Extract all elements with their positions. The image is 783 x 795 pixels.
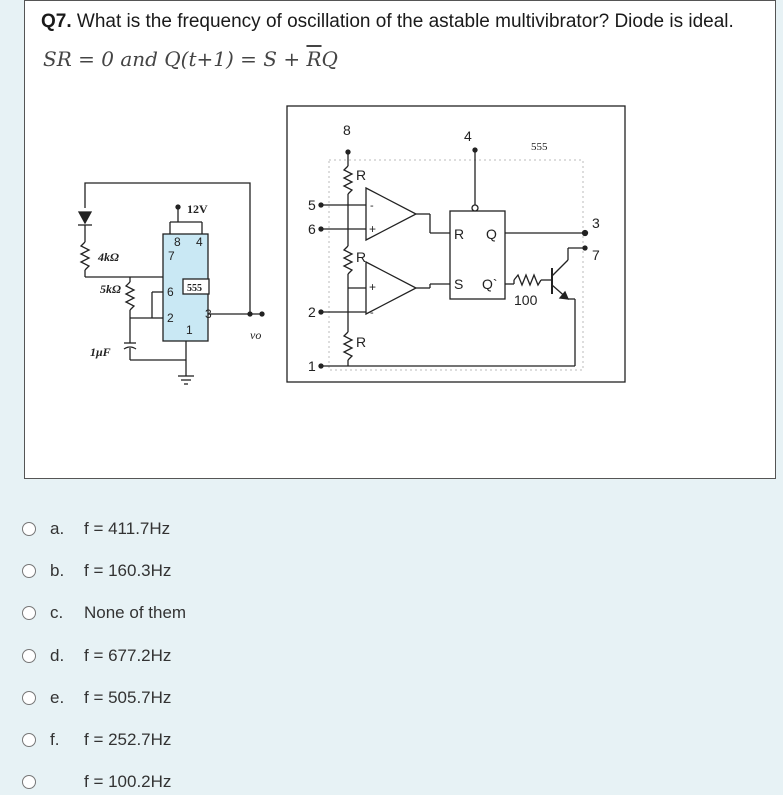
circuit-diagram: 12V 8 4 7 6 555 2 1 3 4kΩ 5kΩ 1μF vo <box>77 105 626 385</box>
comp1-minus: - <box>370 200 374 212</box>
resistor-mid-label: R <box>356 249 366 265</box>
right-labels: 8 4 555 5 6 2 1 3 7 R R R - + + - R Q S … <box>308 122 600 374</box>
right-pin7: 7 <box>592 247 600 263</box>
right-chip-label: 555 <box>531 141 548 153</box>
option-text: f = 252.7Hz <box>84 730 172 749</box>
comp1-plus: + <box>369 222 376 236</box>
option-letter: d. <box>50 646 65 665</box>
resistor-top-label: R <box>356 167 366 183</box>
option-b[interactable]: b. f = 160.3Hz <box>22 558 171 584</box>
diode-icon <box>77 211 93 225</box>
left-circuit <box>77 182 265 385</box>
right-pin1: 1 <box>308 358 316 374</box>
ff-r-label: R <box>454 226 464 242</box>
option-letter: f. <box>50 730 60 749</box>
left-pin1: 1 <box>186 323 193 337</box>
left-chip-label: 555 <box>187 283 202 294</box>
question-box: Q7. What is the frequency of oscillation… <box>24 0 776 479</box>
left-pin3: 3 <box>205 307 212 321</box>
comp2-plus: + <box>369 280 376 294</box>
option-d[interactable]: d. f = 677.2Hz <box>22 643 171 669</box>
radio-icon[interactable] <box>22 733 36 747</box>
resistor-100-label: 100 <box>514 292 538 308</box>
option-letter: c. <box>50 603 64 622</box>
left-pin7: 7 <box>168 249 175 263</box>
left-pin6: 6 <box>167 285 174 299</box>
option-letter: b. <box>50 561 65 580</box>
ff-qbar-label: Q` <box>482 276 498 292</box>
left-pin2: 2 <box>167 311 174 325</box>
radio-icon[interactable] <box>22 775 36 789</box>
option-text: f = 411.7Hz <box>84 519 171 538</box>
comp2-minus: - <box>370 307 374 319</box>
question-number: Q7. <box>41 11 72 32</box>
left-out-label: vo <box>250 328 261 342</box>
right-pin6: 6 <box>308 221 316 237</box>
left-pin8: 8 <box>174 235 181 249</box>
radio-icon[interactable] <box>22 649 36 663</box>
option-e[interactable]: e. f = 505.7Hz <box>22 685 171 711</box>
right-pin2: 2 <box>308 304 316 320</box>
option-letter: e. <box>50 688 65 707</box>
formula-post: Q <box>321 47 338 71</box>
left-pin4: 4 <box>196 235 203 249</box>
option-text: None of them <box>84 603 187 622</box>
resistor-4k-label: 4kΩ <box>97 250 119 264</box>
radio-icon[interactable] <box>22 522 36 536</box>
right-pin8: 8 <box>343 122 351 138</box>
question-formula: SR = 0 and Q(t+1) = S + RQ <box>43 47 338 71</box>
formula-pre: SR = 0 and Q(t+1) = S + <box>43 47 307 71</box>
option-text: f = 100.2Hz <box>84 772 172 791</box>
option-letter: a. <box>50 519 65 538</box>
option-text: f = 677.2Hz <box>84 646 172 665</box>
right-pin4: 4 <box>464 128 472 144</box>
option-f[interactable]: f. f = 252.7Hz <box>22 727 171 753</box>
ff-s-label: S <box>454 276 463 292</box>
question-text: What is the frequency of oscillation of … <box>76 11 734 32</box>
left-labels: 12V 8 4 7 6 555 2 1 3 4kΩ 5kΩ 1μF vo <box>90 202 261 359</box>
formula-bar: R <box>306 47 322 71</box>
right-frame <box>286 105 626 383</box>
right-pin3: 3 <box>592 215 600 231</box>
option-a[interactable]: a. f = 411.7Hz <box>22 516 170 542</box>
question-title: Q7. What is the frequency of oscillation… <box>41 11 734 33</box>
right-pin5: 5 <box>308 197 316 213</box>
resistor-5k-label: 5kΩ <box>100 282 121 296</box>
option-g[interactable]: f = 100.2Hz <box>22 769 171 795</box>
ff-q-label: Q <box>486 226 497 242</box>
left-supply-label: 12V <box>187 202 208 216</box>
radio-icon[interactable] <box>22 691 36 705</box>
capacitor-label: 1μF <box>90 345 111 359</box>
radio-icon[interactable] <box>22 606 36 620</box>
option-c[interactable]: c. None of them <box>22 600 186 626</box>
option-text: f = 505.7Hz <box>84 688 172 707</box>
right-circuit <box>286 105 626 383</box>
resistor-bottom-label: R <box>356 334 366 350</box>
resistor-4k-icon <box>79 241 91 271</box>
option-text: f = 160.3Hz <box>84 561 172 580</box>
radio-icon[interactable] <box>22 564 36 578</box>
resistor-5k-icon <box>124 281 136 311</box>
